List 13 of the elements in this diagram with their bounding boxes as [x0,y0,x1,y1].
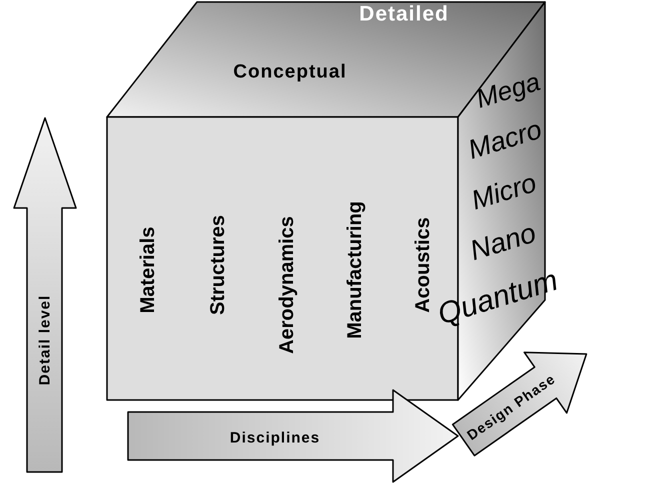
scale-label: Nano [466,218,540,266]
axis-label: Disciplines [230,430,320,446]
axis-label: Detail level [38,294,52,386]
scale-label: Macro [465,116,545,164]
scale-label: Mega [473,68,543,112]
discipline-label: Structures [208,214,228,316]
phase-label: Conceptual [233,62,347,82]
scale-label: Micro [468,169,540,215]
discipline-label: Materials [138,226,158,314]
phase-label: Detailed [359,4,449,24]
discipline-label: Aerodynamics [277,216,297,354]
discipline-label: Acoustics [413,217,433,313]
discipline-label: Manufacturing [345,201,365,339]
